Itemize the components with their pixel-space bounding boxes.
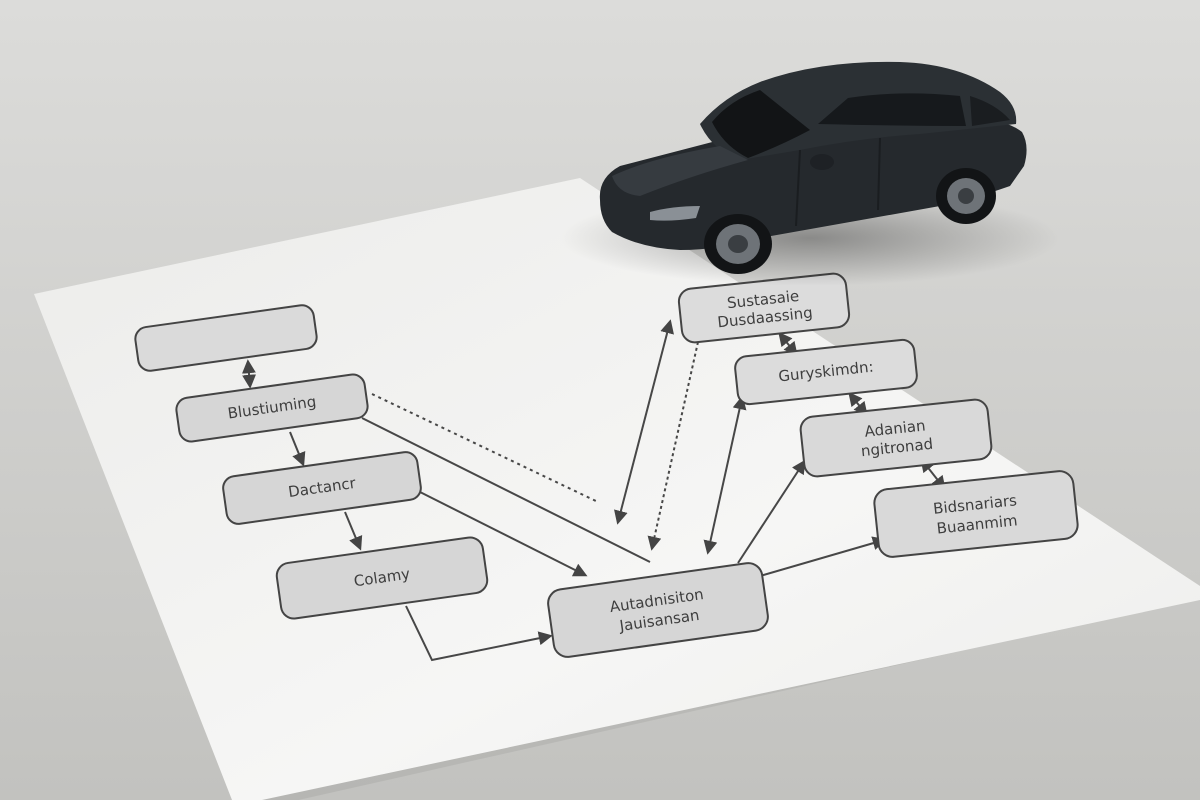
connector-n5-n9 — [759, 536, 887, 577]
connector-n6-dotted — [647, 341, 699, 551]
flowchart-node: Dactancr — [222, 451, 422, 525]
car-windshield — [712, 90, 810, 158]
car-door-line — [795, 137, 881, 227]
car-mirror — [810, 154, 834, 170]
connector-layer — [241, 319, 946, 662]
flowchart-node: Sustasaie Dusdaassing — [677, 272, 851, 344]
connector-n7-n5 — [703, 395, 747, 555]
connector-n4-n5 — [405, 605, 553, 662]
car-rear-window — [970, 96, 1010, 126]
car-headlight — [650, 206, 700, 221]
flowchart-node: Autadnisiton Jauisansan — [547, 562, 769, 658]
connector-n5-n8 — [737, 459, 806, 564]
flowchart-node: Guryskimdn: — [734, 338, 918, 406]
flowchart-node: Blustiuming — [175, 373, 369, 443]
toy-car — [560, 61, 1060, 286]
flowchart-node — [134, 304, 318, 372]
car-front-wheel — [704, 214, 772, 274]
car-hood-highlight — [612, 146, 748, 196]
flowchart-node: Adanian ngitronad — [799, 398, 993, 478]
connector-n2-n5 — [361, 417, 651, 563]
car-side-window — [818, 93, 966, 126]
car-rear-wheel — [936, 168, 996, 224]
connector-n6-center — [614, 319, 674, 525]
connector-n3-n4 — [344, 511, 363, 551]
flowchart-node: Bidsnariars Buaanmim — [873, 470, 1079, 558]
flowchart-node: Colamy — [275, 536, 489, 620]
connector-n2-n3 — [289, 431, 306, 467]
connector-n1-n2 — [241, 359, 257, 389]
connector-n3-n5 — [419, 491, 588, 577]
